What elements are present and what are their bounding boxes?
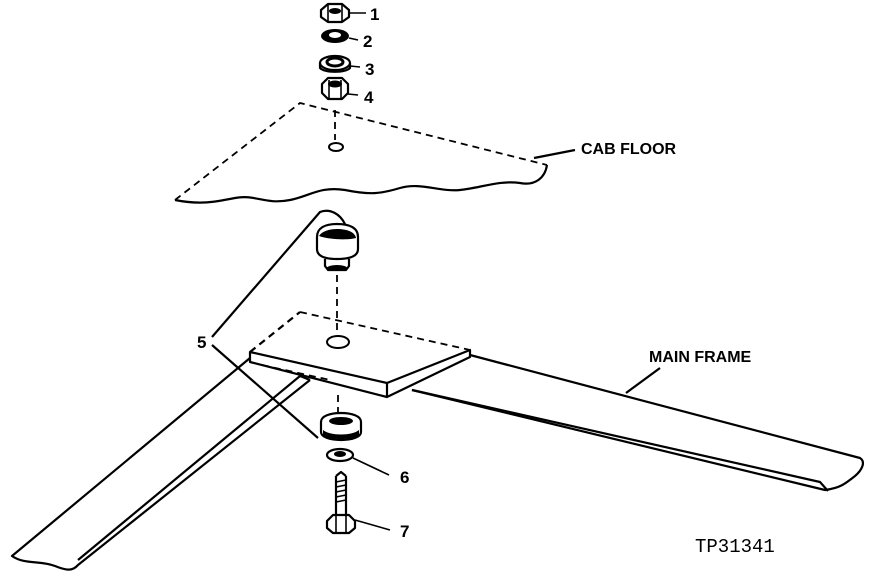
callout-7: 7 bbox=[400, 522, 409, 541]
main-frame-leader bbox=[625, 367, 661, 394]
callout-4: 4 bbox=[364, 88, 374, 107]
callout-5: 5 bbox=[197, 333, 206, 352]
cab-floor-leader bbox=[533, 148, 576, 160]
cab-floor-label: CAB FLOOR bbox=[581, 141, 677, 158]
part-4-nut bbox=[320, 76, 350, 101]
callout-leaders-upper bbox=[347, 12, 366, 96]
main-frame-label: MAIN FRAME bbox=[649, 349, 752, 366]
part-6-washer bbox=[325, 447, 390, 476]
part-7-bolt bbox=[325, 470, 391, 535]
callout-5-leaders bbox=[211, 209, 346, 439]
part-2-washer bbox=[321, 29, 349, 43]
part-5-isolator-upper bbox=[315, 222, 360, 272]
main-frame bbox=[10, 311, 864, 571]
callout-6: 6 bbox=[400, 468, 409, 487]
part-3-washer bbox=[318, 54, 352, 73]
figure-code: TP31341 bbox=[695, 536, 775, 558]
callout-2: 2 bbox=[363, 32, 372, 51]
part-1-nut bbox=[319, 2, 351, 24]
callout-3: 3 bbox=[365, 60, 374, 79]
cab-floor-plate bbox=[174, 102, 549, 204]
part-5-isolator-lower bbox=[319, 411, 363, 442]
callout-1: 1 bbox=[370, 5, 379, 24]
